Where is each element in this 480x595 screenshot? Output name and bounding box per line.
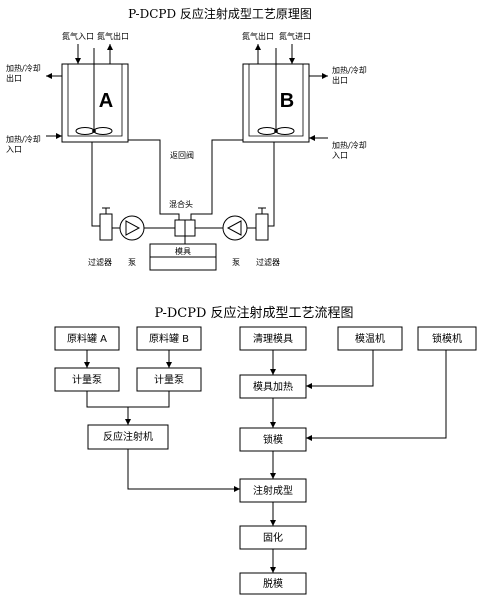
tank-a: A 氮气入口 氮气出口 加热/冷却 出口 加热/冷却 入口 xyxy=(6,31,129,154)
pump-a-triangle xyxy=(125,220,141,236)
tank-a-heating-inlet-label: 入口 xyxy=(6,145,22,154)
feed-line-a xyxy=(91,142,100,227)
tank-b-jacket xyxy=(248,64,304,137)
tank-b: B 氮气出口 氮气进口 加热/冷却 出口 加热/冷却 入口 xyxy=(242,31,367,160)
pump-b-label: 泵 xyxy=(232,258,240,267)
filter-a xyxy=(99,213,113,241)
clean-mold-label: 清理模具 xyxy=(253,332,293,345)
return-line-b xyxy=(190,139,243,220)
arrow-rim-machine-to-injection xyxy=(127,449,240,492)
flowchart: P-DCPD 反应注射成型工艺流程图 原料罐 A 原料罐 B 计量泵 计量泵 反… xyxy=(54,305,477,595)
metering-pump-b-label: 计量泵 xyxy=(154,373,184,386)
tank-b-nitrogen-outlet-label: 氮气出口 xyxy=(242,31,274,41)
mold-temp-controller-box xyxy=(337,326,403,351)
injection-molding-label: 注射成型 xyxy=(253,484,293,497)
tank-a-nitrogen-outlet-label: 氮气出口 xyxy=(97,31,129,41)
curing-label: 固化 xyxy=(263,531,283,544)
connector-pumps-merge xyxy=(86,391,170,408)
tank-b-nitrogen-inlet-label: 氮气进口 xyxy=(279,31,311,41)
pump-b xyxy=(222,215,248,241)
tank-a-heating-inlet-label: 加热/冷却 xyxy=(6,134,41,144)
tank-b-letter: B xyxy=(280,90,294,112)
tank-b-heating-inlet-label: 加热/冷却 xyxy=(332,140,367,150)
tank-b-heating-inlet-label: 入口 xyxy=(332,151,348,160)
raw-tank-b-label: 原料罐 B xyxy=(149,332,189,345)
clamping-label: 锁模 xyxy=(263,433,283,446)
return-line-a xyxy=(128,139,180,220)
tank-a-heating-outlet-label: 出口 xyxy=(6,73,22,83)
mixing-head-label: 混合头 xyxy=(169,199,193,209)
pump-a-label: 泵 xyxy=(128,258,136,267)
tank-a-jacket xyxy=(67,64,123,137)
mold-label: 模具 xyxy=(175,246,191,256)
pump-a xyxy=(119,215,145,241)
feed-line-b xyxy=(268,142,275,227)
pump-b-triangle xyxy=(226,220,242,236)
schematic-title: P-DCPD 反应注射成型工艺原理图 xyxy=(128,6,312,21)
tank-a-letter: A xyxy=(99,90,113,112)
metering-pump-a-label: 计量泵 xyxy=(72,373,102,386)
arrow-temp-controller-to-heating xyxy=(306,350,374,389)
tank-b-heating-outlet-label: 出口 xyxy=(332,75,348,85)
filter-a-label: 过滤器 xyxy=(88,257,112,267)
tank-a-impeller-hub xyxy=(92,129,96,133)
raw-tank-a-label: 原料罐 A xyxy=(67,332,107,345)
return-valve-label: 返回阀 xyxy=(170,151,194,160)
rim-machine-label: 反应注射机 xyxy=(103,430,153,443)
filter-b-label: 过滤器 xyxy=(256,257,280,267)
clamping-machine-box xyxy=(417,326,477,351)
clamping-machine-label: 锁模机 xyxy=(432,332,462,345)
mold-temp-controller-label: 模温机 xyxy=(355,332,385,345)
filter-b xyxy=(255,213,269,241)
mold-heating-label: 模具加热 xyxy=(253,380,293,393)
tank-b-heating-outlet-label: 加热/冷却 xyxy=(332,65,367,75)
schematic: P-DCPD 反应注射成型工艺原理图 A 氮气入口 氮气出口 加热/冷却 出口 … xyxy=(6,6,367,271)
tank-a-nitrogen-inlet-label: 氮气入口 xyxy=(62,31,94,41)
demolding-label: 脱模 xyxy=(263,577,283,590)
tank-a-heating-outlet-label: 加热/冷却 xyxy=(6,63,41,73)
flowchart-title: P-DCPD 反应注射成型工艺流程图 xyxy=(154,305,353,321)
tank-b-impeller-hub xyxy=(274,129,278,133)
arrow-clamping-machine-to-clamping xyxy=(306,350,447,441)
